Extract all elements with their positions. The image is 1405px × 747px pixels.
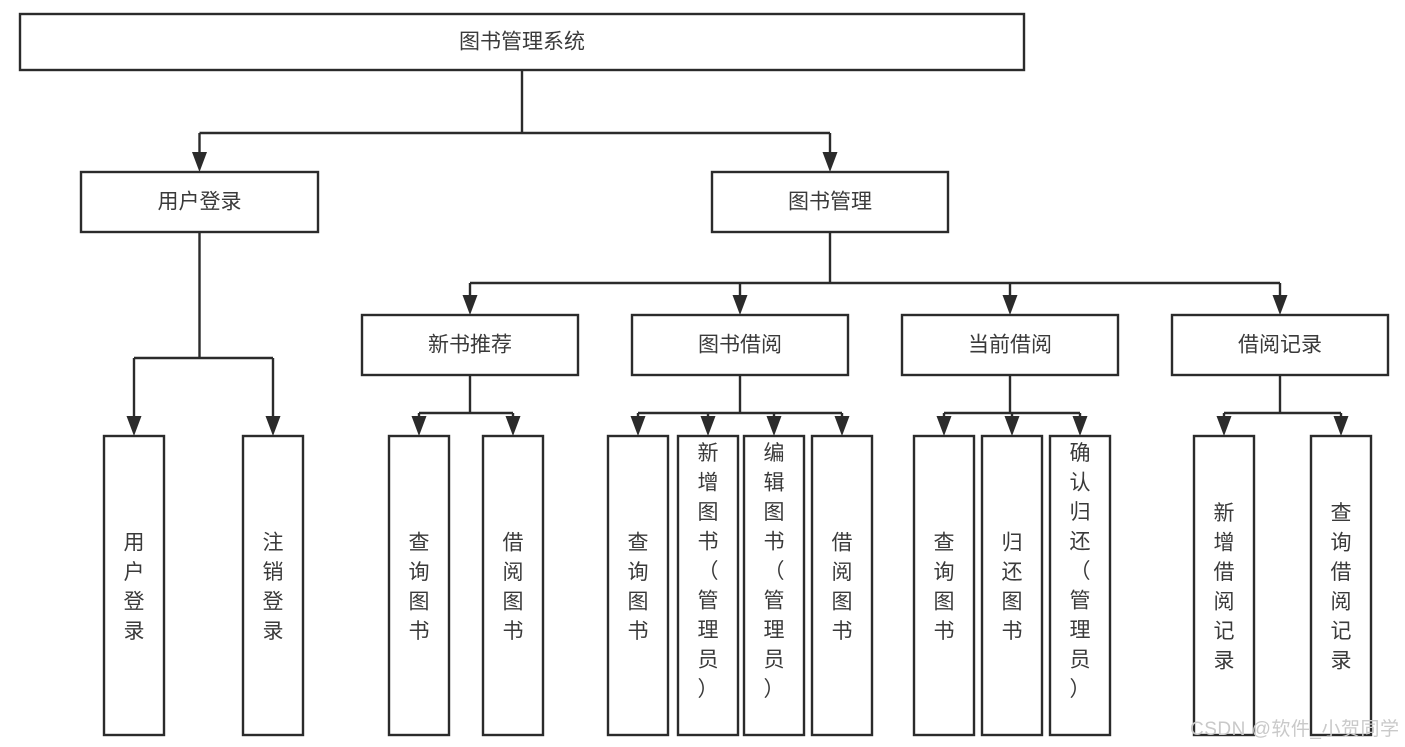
node-label: 当前借阅: [968, 334, 1052, 357]
node-root[interactable]: 图书管理系统: [18, 12, 1026, 72]
node-label: 借阅图书: [503, 532, 524, 644]
node-box: [676, 434, 740, 737]
node-label: 用户登录: [158, 191, 242, 214]
connectors-layer: [126, 70, 1349, 436]
node-box: [1170, 313, 1390, 377]
arrow-head-icon: [411, 416, 427, 436]
node-book-borrow[interactable]: 图书借阅: [630, 313, 850, 377]
node-label: 查询图书: [628, 532, 649, 644]
node-leaf-borrow-book-a[interactable]: 借阅图书: [481, 434, 545, 737]
node-box: [980, 434, 1044, 737]
node-label: 确认归还（管理员）: [1070, 442, 1091, 701]
node-box: [810, 434, 874, 737]
node-box: [1048, 434, 1112, 737]
node-box: [1309, 434, 1373, 737]
node-label: 图书管理系统: [459, 31, 585, 54]
node-label: 注销登录: [263, 532, 284, 644]
arrow-head-icon: [192, 152, 207, 172]
arrow-head-icon: [766, 416, 782, 436]
watermark-label: CSDN @软件_小贺同学: [1190, 719, 1400, 740]
arrow-head-icon: [1002, 295, 1018, 315]
node-label: 查询借阅记录: [1331, 502, 1352, 673]
node-label: 新增图书（管理员）: [698, 442, 719, 701]
node-leaf-query-book-a[interactable]: 查询图书: [387, 434, 451, 737]
node-leaf-borrow-book-b[interactable]: 借阅图书: [810, 434, 874, 737]
node-label: 借阅记录: [1238, 334, 1322, 357]
node-label: 查询图书: [409, 532, 430, 644]
arrow-head-icon: [936, 416, 952, 436]
node-box: [900, 313, 1120, 377]
node-new-book-rec[interactable]: 新书推荐: [360, 313, 580, 377]
node-box: [102, 434, 166, 737]
node-label: 编辑图书（管理员）: [764, 442, 785, 701]
node-box: [360, 313, 580, 377]
arrow-head-icon: [1216, 416, 1232, 436]
node-leaf-user-login[interactable]: 用户登录: [102, 434, 166, 737]
node-label: 借阅图书: [832, 532, 853, 644]
arrow-head-icon: [1004, 416, 1020, 436]
node-box: [387, 434, 451, 737]
arrow-head-icon: [1072, 416, 1088, 436]
node-user-login[interactable]: 用户登录: [79, 170, 320, 234]
node-label: 新增借阅记录: [1214, 502, 1235, 673]
node-label: 用户登录: [124, 532, 145, 644]
arrow-head-icon: [265, 416, 281, 436]
node-label: 新书推荐: [428, 334, 512, 357]
arrow-head-icon: [834, 416, 850, 436]
node-box: [18, 12, 1026, 72]
node-leaf-add-book[interactable]: 新增图书（管理员）: [676, 434, 740, 737]
arrow-head-icon: [126, 416, 142, 436]
node-leaf-confirm-return[interactable]: 确认归还（管理员）: [1048, 434, 1112, 737]
node-label: 查询图书: [934, 532, 955, 644]
node-box: [241, 434, 305, 737]
node-box: [710, 170, 950, 234]
arrow-head-icon: [822, 152, 838, 172]
node-leaf-logout[interactable]: 注销登录: [241, 434, 305, 737]
arrow-head-icon: [630, 416, 646, 436]
node-box: [1192, 434, 1256, 737]
node-box: [606, 434, 670, 737]
node-label: 图书借阅: [698, 334, 782, 357]
node-box: [79, 170, 320, 234]
arrow-head-icon: [700, 416, 716, 436]
node-box: [742, 434, 806, 737]
node-label: 归还图书: [1002, 532, 1023, 644]
node-label: 图书管理: [788, 191, 872, 214]
node-leaf-query-book-b[interactable]: 查询图书: [606, 434, 670, 737]
node-box: [912, 434, 976, 737]
node-borrow-record[interactable]: 借阅记录: [1170, 313, 1390, 377]
arrow-head-icon: [505, 416, 521, 436]
node-book-manage[interactable]: 图书管理: [710, 170, 950, 234]
node-box: [481, 434, 545, 737]
node-current-borrow[interactable]: 当前借阅: [900, 313, 1120, 377]
node-leaf-return-book[interactable]: 归还图书: [980, 434, 1044, 737]
node-leaf-add-record[interactable]: 新增借阅记录: [1192, 434, 1256, 737]
nodes-layer: 图书管理系统用户登录图书管理新书推荐图书借阅当前借阅借阅记录用户登录注销登录查询…: [18, 12, 1390, 737]
arrow-head-icon: [1333, 416, 1349, 436]
node-leaf-edit-book[interactable]: 编辑图书（管理员）: [742, 434, 806, 737]
arrow-head-icon: [1272, 295, 1288, 315]
arrow-head-icon: [732, 295, 748, 315]
arrow-head-icon: [462, 295, 478, 315]
node-leaf-query-record[interactable]: 查询借阅记录: [1309, 434, 1373, 737]
node-box: [630, 313, 850, 377]
node-leaf-query-book-c[interactable]: 查询图书: [912, 434, 976, 737]
